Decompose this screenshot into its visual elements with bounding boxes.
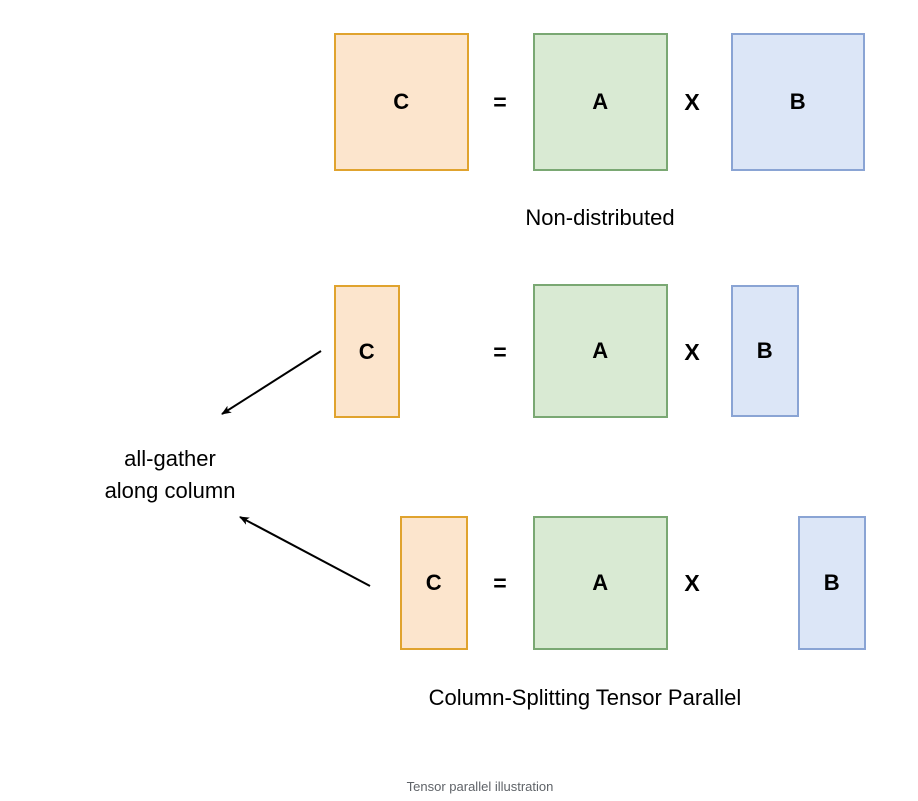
matrix-a-row1-label: A bbox=[592, 89, 609, 114]
matrix-c-row2-label: C bbox=[358, 338, 376, 364]
all-gather-line-1: all-gather bbox=[124, 446, 216, 471]
equals-operator-row1: = bbox=[493, 88, 507, 115]
matrix-b-row1: B bbox=[731, 33, 865, 171]
figure-caption: Tensor parallel illustration bbox=[406, 779, 554, 794]
matrix-c-row1: C bbox=[334, 33, 469, 171]
equals-operator-row3: = bbox=[493, 569, 507, 596]
matrix-b-row2: B bbox=[731, 285, 799, 417]
matrix-a-row1: A bbox=[533, 33, 668, 171]
equals-operator-row2: = bbox=[493, 338, 507, 365]
all-gather-line-2: along column bbox=[104, 478, 236, 503]
arrow-from-shard2-to-all-gather bbox=[239, 516, 371, 587]
row-label-column-splitting-tensor-parallel: Column-Splitting Tensor Parallel bbox=[428, 685, 742, 710]
times-operator-row1: X bbox=[684, 88, 700, 115]
matrix-c-row2: C bbox=[334, 285, 400, 418]
times-operator-row2: X bbox=[684, 338, 700, 365]
times-operator-row3: X bbox=[684, 569, 700, 596]
all-gather-annotation: all-gather along column bbox=[20, 443, 320, 507]
matrix-b-row3-label: B bbox=[823, 570, 841, 595]
row-label-non-distributed: Non-distributed bbox=[525, 205, 675, 230]
matrix-a-row2-label: A bbox=[592, 338, 609, 363]
matrix-b-row1-label: B bbox=[789, 89, 807, 114]
matrix-b-row3: B bbox=[798, 516, 866, 650]
matrix-b-row2-label: B bbox=[756, 338, 774, 363]
matrix-c-row3-label: C bbox=[425, 570, 443, 595]
matrix-c-row3: C bbox=[400, 516, 468, 650]
arrow-from-shard1-to-all-gather bbox=[221, 350, 322, 415]
matrix-c-row1-label: C bbox=[393, 89, 410, 114]
matrix-a-row3: A bbox=[533, 516, 668, 650]
matrix-a-row3-label: A bbox=[592, 570, 609, 595]
matrix-a-row2: A bbox=[533, 284, 668, 418]
